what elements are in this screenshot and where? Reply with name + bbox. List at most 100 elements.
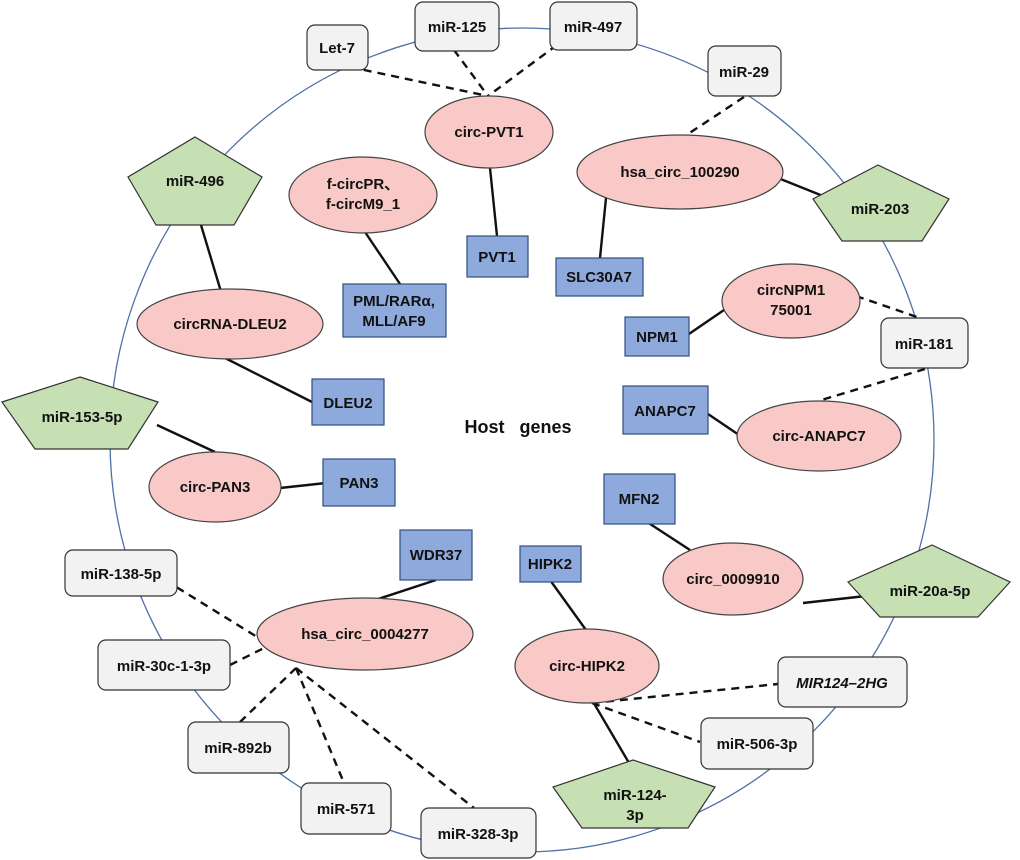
edge-mir153-circpan3 <box>156 423 216 454</box>
circrna-circ-hipk2-label: circ-HIPK2 <box>549 658 625 675</box>
dashed-edges <box>164 44 926 809</box>
host-gene-pml-label-line2: MLL/AF9 <box>362 313 425 330</box>
host-gene-hipk2-box <box>519 545 582 583</box>
mirna-mir497: miR-497 <box>549 1 638 51</box>
mirna-mir138-box <box>64 549 178 597</box>
mirna-mir892b: miR-892b <box>187 721 290 774</box>
mirna-mir30c-label: miR-30c-1-3p <box>117 658 211 675</box>
pentagon-mir124-3p-label-line2: 3p <box>626 807 644 824</box>
center-label: Host genes <box>464 417 571 437</box>
host-gene-pvt1: PVT1 <box>466 235 529 278</box>
mirna-mir181-label: miR-181 <box>895 336 953 353</box>
mirna-mir497-label: miR-497 <box>564 19 622 36</box>
pentagon-mir203-shape <box>812 164 950 242</box>
pentagon-mir203-label: miR-203 <box>851 201 909 218</box>
mirna-mir138-label: miR-138-5p <box>81 566 162 583</box>
edge-mfn2-circ0009910 <box>643 518 691 552</box>
host-gene-wdr37: WDR37 <box>399 529 473 581</box>
host-gene-slc30a7-box <box>555 257 644 297</box>
circrna-circ-0009910-shape <box>662 542 804 616</box>
circrna-f-circpr-shape <box>288 156 438 234</box>
edge-circ100290-slc30a7 <box>598 197 608 259</box>
circrna-hsa-circ-100290-label: hsa_circ_100290 <box>620 164 739 181</box>
circrna-circ-pvt1-label: circ-PVT1 <box>454 124 523 141</box>
host-gene-anapc7-box <box>622 385 709 435</box>
host-gene-mfn2: MFN2 <box>603 473 676 525</box>
edge-let7-circpvt1 <box>349 65 489 98</box>
mirna-mir124hg-box <box>777 656 908 708</box>
circrna-circrna-dleu2: circRNA-DLEU2 <box>136 288 324 360</box>
circrna-f-circpr-label-line1: f-circPR、 <box>327 176 400 193</box>
mirna-mir124hg-label: MIR124–2HG <box>796 675 888 692</box>
circrna-circ-pan3-label: circ-PAN3 <box>180 479 251 496</box>
mirna-let7: Let-7 <box>306 24 369 71</box>
circrna-hsa-circ-100290: hsa_circ_100290 <box>576 134 784 210</box>
host-gene-mfn2-box <box>603 473 676 525</box>
mirna-mir506: miR-506-3p <box>700 717 814 770</box>
host-gene-pml-box <box>342 283 447 338</box>
edge-npm1-circnpm1 <box>685 309 725 337</box>
pentagon-mir153-label: miR-153-5p <box>42 409 123 426</box>
mirna-mir125: miR-125 <box>414 1 500 52</box>
circrna-f-circpr-label-line2: f-circM9_1 <box>326 196 400 213</box>
mirna-let7-label: Let-7 <box>319 40 355 57</box>
circrna-circ-pan3: circ-PAN3 <box>148 451 282 523</box>
edge-hipk2-circhipk2 <box>549 579 587 631</box>
circrna-circ-anapc7: circ-ANAPC7 <box>736 400 902 472</box>
edge-mir30c-hsa0004277 <box>229 644 269 667</box>
mirna-mir29: miR-29 <box>707 45 782 97</box>
pentagon-mir496-label: miR-496 <box>166 173 224 190</box>
circrna-hsa-circ-0004277: hsa_circ_0004277 <box>256 597 474 671</box>
circrna-circnpm1: circNPM1 75001 <box>721 263 861 339</box>
edge-mir138-hsa0004277 <box>164 578 263 642</box>
mirna-mir571-box <box>300 782 392 835</box>
host-gene-pml-label-line1: PML/RARα, <box>353 293 435 310</box>
mirna-mir29-label: miR-29 <box>719 64 769 81</box>
edge-mir181-circanapc7 <box>817 367 926 403</box>
circrna-hsa-circ-0004277-shape <box>256 597 474 671</box>
host-gene-dleu2-box <box>311 378 385 426</box>
mirna-mir328: miR-328-3p <box>420 807 537 859</box>
pentagon-mir124-3p-shape <box>552 759 716 829</box>
host-gene-pan3-label: PAN3 <box>340 475 379 492</box>
edge-hsa0004277-mir892b <box>239 667 297 723</box>
mirna-mir497-box <box>549 1 638 51</box>
edge-circpan3-pan3 <box>279 481 327 490</box>
host-gene-dleu2: DLEU2 <box>311 378 385 426</box>
circrna-hsa-circ-100290-shape <box>576 134 784 210</box>
mirna-mir125-box <box>414 1 500 52</box>
edge-circnpm1-mir181 <box>855 294 918 319</box>
host-gene-hipk2-label: HIPK2 <box>528 556 572 573</box>
pentagon-mir20a: miR-20a-5p <box>846 544 1011 618</box>
pentagon-mir124-3p-label-line1: miR-124- <box>603 787 666 804</box>
circrna-circrna-dleu2-shape <box>136 288 324 360</box>
mirna-mir571-label: miR-571 <box>317 801 375 818</box>
edge-circhipk2-mir506 <box>591 701 701 744</box>
mirna-mir30c-box <box>97 639 231 691</box>
edge-hsa0004277-mir328 <box>295 667 475 809</box>
host-gene-mfn2-label: MFN2 <box>619 491 660 508</box>
host-gene-pvt1-box <box>466 235 529 278</box>
mirna-mir892b-label: miR-892b <box>204 740 272 757</box>
host-gene-pan3-box <box>322 458 396 507</box>
circrna-hsa-circ-0004277-label: hsa_circ_0004277 <box>301 626 429 643</box>
mirna-mir29-box <box>707 45 782 97</box>
edge-mir29-circ100290 <box>684 95 745 138</box>
mirna-mir892b-box <box>187 721 290 774</box>
edge-circpvt1-pvt1 <box>488 167 499 237</box>
host-gene-pvt1-label: PVT1 <box>478 249 516 266</box>
pentagon-mir153-shape <box>1 376 159 450</box>
host-gene-slc30a7: SLC30A7 <box>555 257 644 297</box>
host-gene-dleu2-label: DLEU2 <box>323 395 372 412</box>
pentagon-mir20a-shape <box>846 544 1011 618</box>
mirna-mir30c: miR-30c-1-3p <box>97 639 231 691</box>
host-gene-wdr37-box <box>399 529 473 581</box>
edge-circ0009910-mir20a <box>802 594 867 605</box>
host-gene-pml: PML/RARα, MLL/AF9 <box>342 283 447 338</box>
edge-mir125-circpvt1 <box>453 49 489 97</box>
circrna-circ-pan3-shape <box>148 451 282 523</box>
circrna-circnpm1-label-line2: 75001 <box>770 302 812 319</box>
mirna-let7-box <box>306 24 369 71</box>
